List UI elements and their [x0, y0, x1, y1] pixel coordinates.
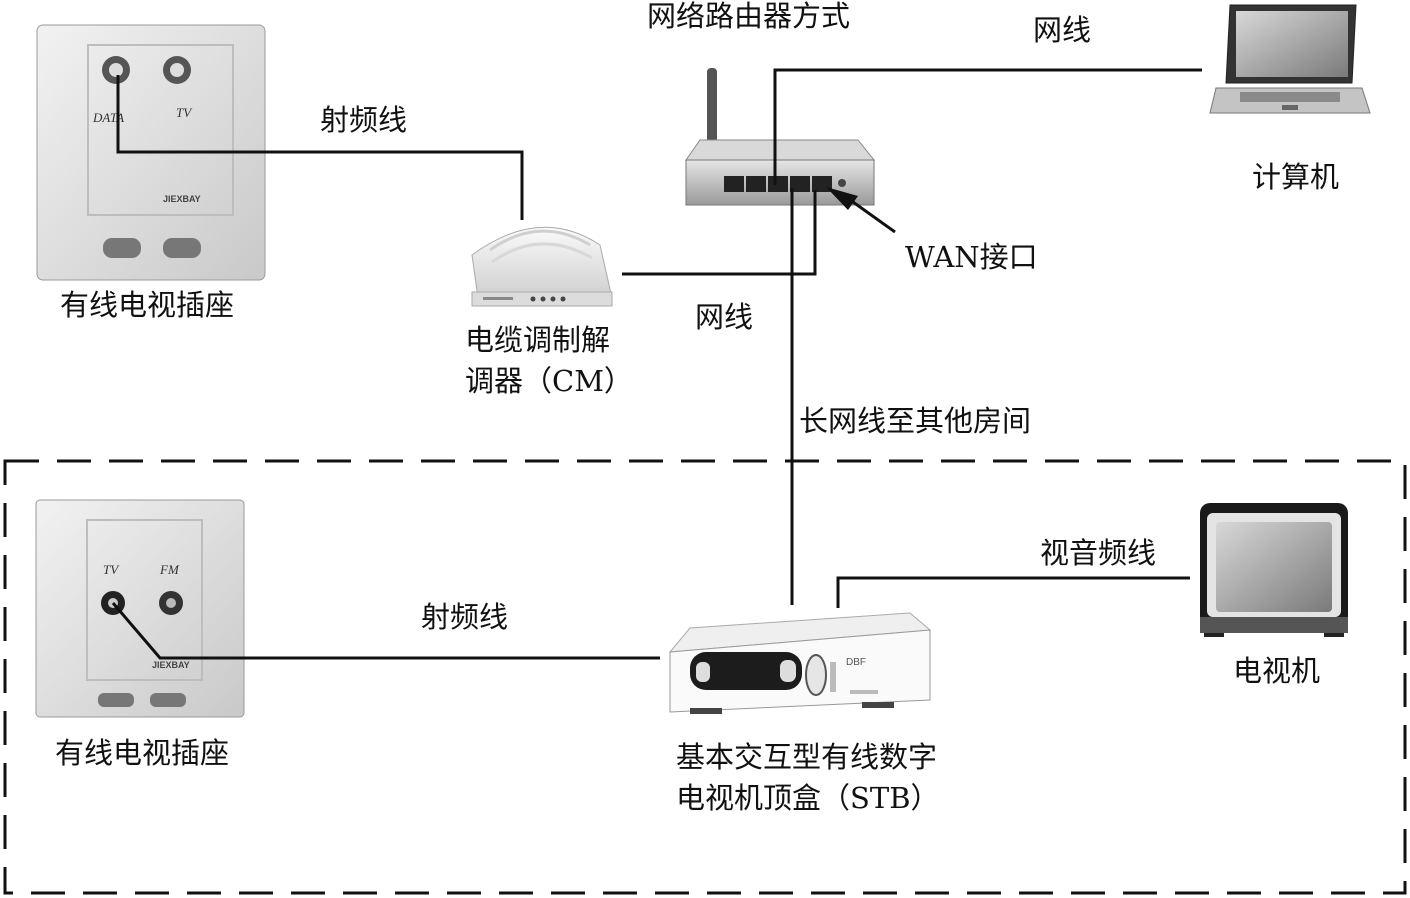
rf-cable-bottom	[111, 602, 660, 660]
label-rf-cable-top: 射频线	[320, 103, 408, 137]
label-stb-line1: 基本交互型有线数字	[676, 740, 938, 774]
outlet-top-port-tv: TV	[176, 105, 193, 120]
stb-brand: DBF	[846, 657, 866, 668]
rf-cable-top	[116, 75, 524, 220]
net-cable-modem-router	[622, 190, 817, 276]
label-net-cable-mid: 网线	[695, 300, 754, 334]
label-stb-line2: 电视机顶盒（STB）	[676, 781, 940, 815]
outlet-bottom-port-fm: FM	[159, 562, 180, 577]
television-icon	[1200, 503, 1348, 637]
label-router-mode: 网络路由器方式	[647, 0, 851, 33]
label-tv: 电视机	[1233, 654, 1321, 688]
label-catv-outlet-bottom: 有线电视插座	[55, 736, 230, 770]
router-icon	[685, 68, 876, 206]
label-cable-modem-line2: 调器（CM）	[465, 364, 633, 398]
label-wan-port: WAN接口	[905, 240, 1038, 274]
wan-arrowhead-icon	[826, 187, 858, 210]
label-catv-outlet-top: 有线电视插座	[60, 288, 235, 322]
av-cable	[836, 576, 1190, 608]
outlet-top-brand: JIEXBAY	[163, 194, 201, 204]
laptop-icon	[1209, 4, 1371, 114]
room-boundary-dashed	[3, 459, 1407, 895]
outlet-top-port-data: DATA	[92, 110, 124, 125]
catv-outlet-bottom-icon	[35, 499, 245, 718]
outlet-bottom-brand: JIEXBAY	[152, 660, 190, 670]
label-cable-modem-line1: 电缆调制解	[465, 323, 611, 357]
cables	[111, 68, 1202, 660]
label-net-cable-top: 网线	[1033, 13, 1092, 47]
cable-modem-icon	[471, 226, 613, 307]
label-rf-cable-bottom: 射频线	[421, 600, 509, 634]
label-av-cable: 视音频线	[1040, 536, 1157, 570]
label-computer: 计算机	[1252, 160, 1340, 194]
set-top-box-icon	[668, 612, 932, 714]
net-cable-router-computer	[773, 68, 1202, 185]
label-long-cable: 长网线至其他房间	[799, 404, 1032, 438]
outlet-bottom-port-tv: TV	[103, 562, 120, 577]
wan-pointer-line	[852, 200, 896, 234]
